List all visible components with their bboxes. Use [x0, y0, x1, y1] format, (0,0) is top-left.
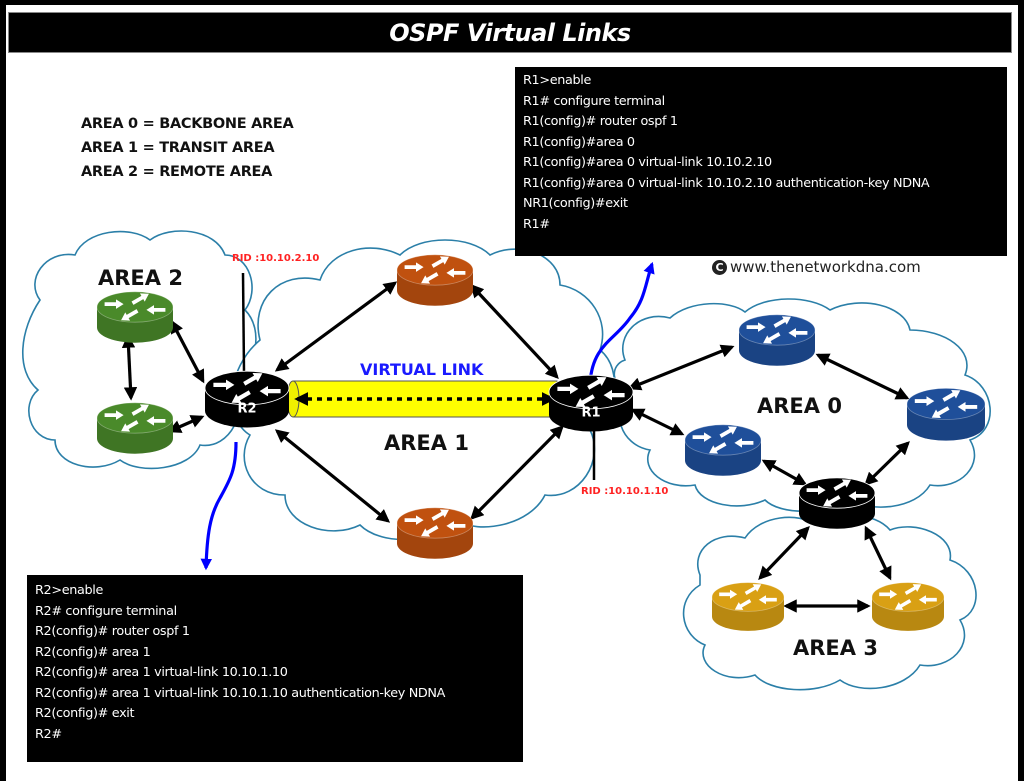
cli-r2-line: R2# configure terminal: [35, 603, 177, 619]
router-arrows-icon: [404, 509, 466, 537]
router-area0-right: [906, 387, 986, 441]
router-arrows-icon: [806, 479, 868, 507]
router-arrows-icon: [746, 316, 808, 344]
area0-label: AREA 0: [757, 394, 842, 418]
area-legend: AREA 0 = BACKBONE AREA AREA 1 = TRANSIT …: [81, 112, 294, 184]
legend-item-area2: AREA 2 = REMOTE AREA: [81, 164, 273, 180]
rid-label-r2: RID :10.10.2.10: [232, 253, 319, 264]
router-area0-left: [684, 424, 762, 476]
cli-r2-line: R2(config)# area 1 virtual-link 10.10.1.…: [35, 665, 288, 680]
page-title: OSPF Virtual Links: [389, 18, 631, 47]
router-arrows-icon: [719, 584, 777, 610]
router-r2: R2: [204, 370, 290, 428]
link-area1-bottom-r1: [470, 425, 564, 520]
router-arrows-icon: [879, 584, 937, 610]
area3-label: AREA 3: [793, 636, 878, 660]
cli-r2-line: R2(config)# exit: [35, 706, 135, 721]
link-area0-right-abr: [864, 441, 910, 486]
cli-r1-line: R1(config)#area 0 virtual-link 10.10.2.1…: [523, 175, 930, 191]
copyright-notice: C www.thenetworkdna.com: [712, 258, 921, 276]
router-area2-top: [96, 291, 174, 343]
virtual-link-label: VIRTUAL LINK: [360, 360, 484, 379]
cli-r2-line: R2(config)# router ospf 1: [35, 624, 190, 639]
area2-label: AREA 2: [98, 266, 183, 290]
link-abr-area3-right: [864, 525, 892, 581]
link-r1-area0-top: [627, 344, 735, 391]
router-area0-top: [738, 314, 816, 366]
cli-r1-line: R1#: [523, 216, 550, 232]
legend-item-area1: AREA 1 = TRANSIT AREA: [81, 140, 275, 156]
cli-r1-line: NR1(config)#exit: [523, 196, 628, 211]
cli-r2-line: R2>enable: [35, 583, 103, 598]
router-arrows-icon: [404, 256, 466, 284]
link-abr-area3-left: [758, 526, 810, 580]
cli-box-r1: R1>enable R1# configure terminal R1(conf…: [515, 67, 1007, 256]
cli-r1-line: R1>enable: [523, 73, 591, 88]
router-arrows-icon: [213, 372, 281, 404]
rid-stem-r2: [241, 272, 246, 373]
link-area2-top-bottom: [121, 334, 138, 401]
cli-r1-line: R1(config)#area 0: [523, 134, 635, 150]
router-area0-area3-abr: [798, 477, 876, 529]
cli-r1-line: R1(config)# router ospf 1: [523, 114, 678, 129]
router-arrows-icon: [557, 376, 625, 408]
cli-r2-line: R2(config)# area 1: [35, 644, 151, 660]
cli-box-r2: R2>enable R2# configure terminal R2(conf…: [27, 575, 523, 762]
cli-r2-line: R2#: [35, 726, 62, 742]
router-area3-left: [711, 582, 785, 631]
cli-pointer-r1: [588, 261, 655, 385]
router-area3-right: [871, 582, 945, 631]
router-area1-top: [396, 254, 474, 306]
router-arrows-icon: [104, 293, 166, 321]
link-area2-top-r2: [170, 319, 205, 384]
rid-label-r1: RID :10.10.1.10: [581, 486, 668, 497]
link-r2-area1-top: [274, 281, 398, 372]
link-r2-area1-bottom: [274, 429, 391, 523]
virtual-link-tube: [286, 380, 558, 418]
cli-pointer-r2: [200, 441, 238, 571]
title-bar: OSPF Virtual Links: [8, 12, 1012, 53]
cli-r2-line: R2(config)# area 1 virtual-link 10.10.1.…: [35, 685, 446, 701]
router-r1-label: R1: [581, 406, 600, 421]
cli-r1-line: R1(config)#area 0 virtual-link 10.10.2.1…: [523, 155, 772, 170]
copyright-icon: C: [712, 259, 727, 275]
link-area2-bottom-r2: [167, 415, 205, 433]
router-arrows-icon: [104, 404, 166, 432]
link-area0-left-abr: [761, 459, 808, 486]
router-r1: R1: [548, 374, 634, 432]
copyright-text[interactable]: www.thenetworkdna.com: [730, 258, 921, 276]
area1-label: AREA 1: [384, 431, 469, 455]
router-arrows-icon: [914, 390, 978, 418]
link-area1-top-r1: [470, 284, 559, 379]
legend-item-area0: AREA 0 = BACKBONE AREA: [81, 116, 294, 132]
router-area1-bottom: [396, 507, 474, 559]
link-area0-top-right: [815, 353, 910, 400]
router-arrows-icon: [692, 426, 754, 454]
cli-r1-line: R1# configure terminal: [523, 93, 665, 109]
router-r2-label: R2: [237, 402, 256, 417]
link-r1-area0-left: [630, 408, 685, 436]
router-area2-bottom: [96, 402, 174, 454]
